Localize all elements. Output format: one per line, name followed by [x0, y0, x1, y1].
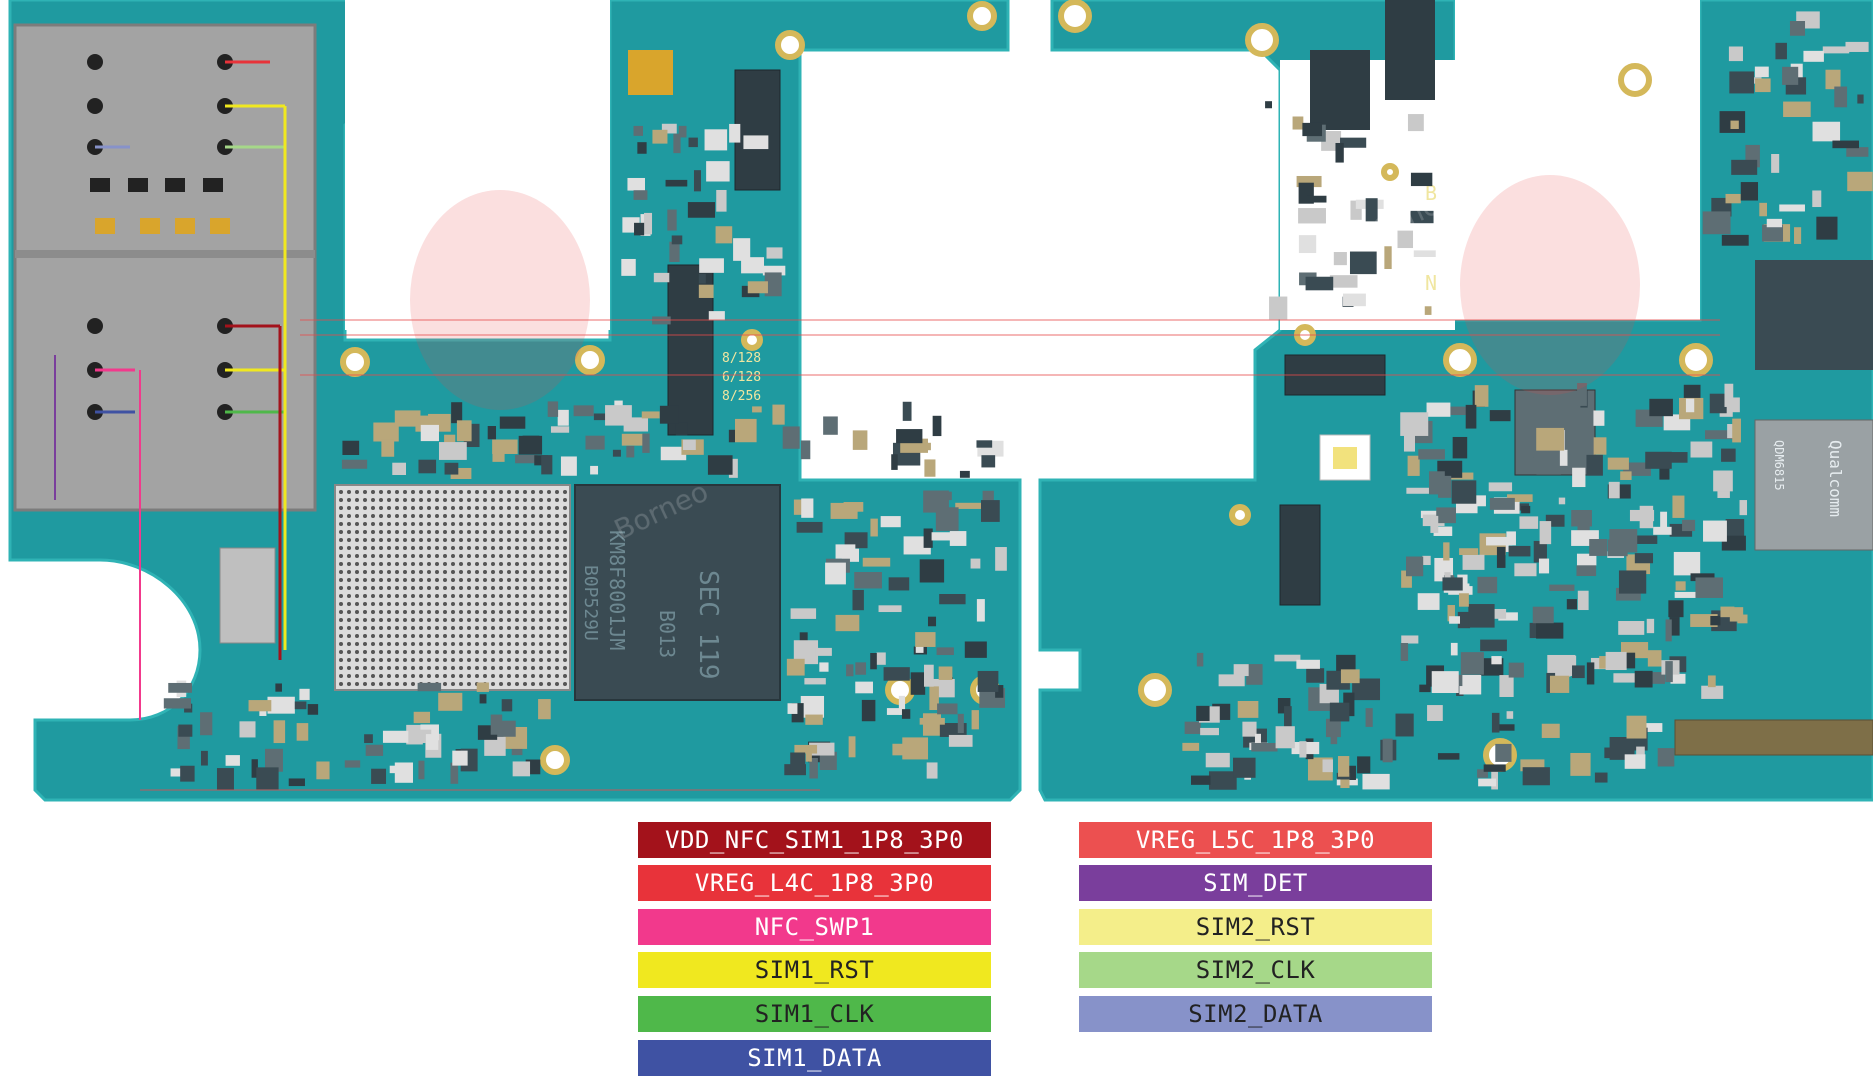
memory-chip-text-4: B0P529U [580, 565, 601, 641]
sim-signal-traces [54, 60, 287, 720]
silk-left-3: 8/256 [722, 389, 761, 404]
dark-chip-right-3 [1385, 0, 1435, 100]
qualcomm-text: Qualcomm [1826, 440, 1845, 517]
legend-label-right-0: VREG_L5C_1P8_3P0 [1079, 822, 1432, 858]
memory-chip [574, 484, 781, 701]
right-connector-3 [1674, 719, 1873, 756]
silk-right-n: N [1425, 271, 1437, 295]
sim-tray [13, 23, 317, 512]
legend-label-left-5: SIM1_DATA [638, 1040, 991, 1076]
legend-label-right-1: SIM_DET [1079, 865, 1432, 901]
bga-dots [339, 490, 567, 686]
legend-label-right-2: SIM2_RST [1079, 909, 1432, 945]
legend-label-left-2: NFC_SWP1 [638, 909, 991, 945]
silk-right-b: B [1425, 181, 1437, 205]
qualcomm-part: QDM6815 [1772, 440, 1786, 491]
left-board: SEC 119 B013 KM8F8001JM B0P529U 8/128 6/… [8, 0, 1022, 802]
qr-code-1 [628, 50, 673, 95]
silk-left-1: 8/128 [722, 351, 761, 366]
qualcomm-chip [1754, 419, 1873, 551]
legend-label-right-4: SIM2_DATA [1079, 996, 1432, 1032]
legend-label-left-3: SIM1_RST [638, 952, 991, 988]
left-window [345, 0, 610, 330]
right-components [1182, 11, 1873, 790]
memory-chip-text-3: KM8F8001JM [605, 530, 629, 650]
legend-label-left-0: VDD_NFC_SIM1_1P8_3P0 [638, 822, 991, 858]
cross-reference-lines [140, 319, 1720, 791]
qr-code-2 [219, 547, 276, 644]
dark-chip-right [1755, 260, 1873, 370]
left-components [163, 123, 1007, 790]
legend-label-left-1: VREG_L4C_1P8_3P0 [638, 865, 991, 901]
led-core [1333, 447, 1357, 469]
right-connector-2 [1279, 504, 1321, 606]
legend-label-right-3: SIM2_CLK [1079, 952, 1432, 988]
pcb-diagram: SEC 119 B013 KM8F8001JM B0P529U 8/128 6/… [8, 0, 1873, 802]
right-board: Qualcomm QDM6815 B N [1038, 0, 1873, 802]
legend-label-left-4: SIM1_CLK [638, 996, 991, 1032]
silk-left-2: 6/128 [722, 370, 761, 385]
board-connector-1 [734, 69, 781, 191]
sim-tray-divider [15, 250, 315, 258]
memory-chip-text-2: B013 [655, 610, 679, 658]
memory-chip-text-1: SEC 119 [693, 570, 723, 680]
sim-contacts [87, 54, 233, 420]
right-window-2 [1455, 0, 1700, 320]
dark-chip-right-2 [1310, 50, 1370, 130]
